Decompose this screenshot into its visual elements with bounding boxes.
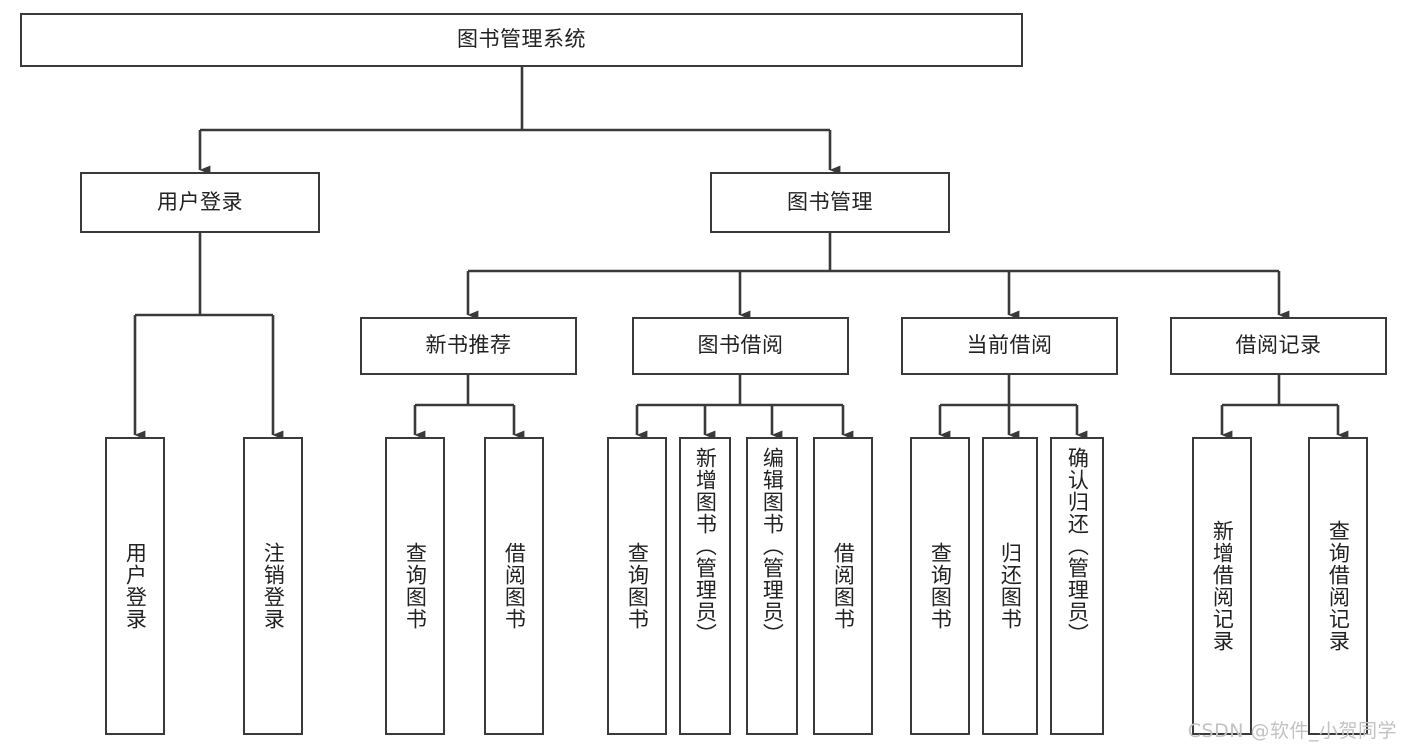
leaf-return-book-label: 归还图书 [998, 542, 1023, 630]
csdn-watermark: CSDN @软件_小贺同学 [1187, 720, 1397, 742]
node-root-system[interactable]: 图书管理系统 [20, 13, 1023, 67]
node-root-system-label: 图书管理系统 [457, 27, 586, 52]
node-book-management-label: 图书管理 [787, 189, 873, 214]
leaf-query-book-borrow-label: 查询图书 [625, 542, 650, 630]
leaf-query-borrow-record[interactable]: 查询借阅记录 [1308, 437, 1368, 735]
leaf-query-book-recommend[interactable]: 查询图书 [385, 437, 445, 735]
leaf-query-book-borrow[interactable]: 查询图书 [607, 437, 667, 735]
node-book-borrow[interactable]: 图书借阅 [632, 317, 849, 375]
leaf-confirm-return-label: 确认归还（管理员） [1065, 447, 1090, 645]
leaf-query-borrow-record-label: 查询借阅记录 [1326, 520, 1351, 652]
leaf-edit-book[interactable]: 编辑图书（管理员） [746, 437, 798, 735]
node-user-login-label: 用户登录 [157, 189, 243, 214]
node-book-management[interactable]: 图书管理 [710, 172, 950, 233]
node-borrow-record[interactable]: 借阅记录 [1170, 317, 1387, 375]
leaf-query-book-recommend-label: 查询图书 [403, 542, 428, 630]
leaf-add-book-label: 新增图书（管理员） [693, 447, 718, 645]
node-new-book-recommend[interactable]: 新书推荐 [360, 317, 577, 375]
node-user-login[interactable]: 用户登录 [80, 172, 320, 233]
leaf-return-book[interactable]: 归还图书 [982, 437, 1038, 735]
leaf-borrow-book-borrow[interactable]: 借阅图书 [813, 437, 873, 735]
leaf-logout[interactable]: 注销登录 [243, 437, 303, 735]
leaf-query-book-current-label: 查询图书 [928, 542, 953, 630]
leaf-confirm-return[interactable]: 确认归还（管理员） [1050, 437, 1104, 735]
leaf-edit-book-label: 编辑图书（管理员） [760, 447, 785, 645]
leaf-add-borrow-record[interactable]: 新增借阅记录 [1192, 437, 1252, 735]
node-current-borrow[interactable]: 当前借阅 [901, 317, 1118, 375]
leaf-borrow-book-recommend-label: 借阅图书 [502, 542, 527, 630]
node-new-book-recommend-label: 新书推荐 [425, 333, 512, 358]
leaf-add-book[interactable]: 新增图书（管理员） [679, 437, 731, 735]
node-borrow-record-label: 借阅记录 [1235, 333, 1322, 358]
leaf-user-login-label: 用户登录 [123, 542, 148, 630]
leaf-add-borrow-record-label: 新增借阅记录 [1210, 520, 1235, 652]
leaf-borrow-book-borrow-label: 借阅图书 [831, 542, 856, 630]
leaf-borrow-book-recommend[interactable]: 借阅图书 [484, 437, 544, 735]
leaf-logout-label: 注销登录 [261, 542, 286, 630]
leaf-user-login[interactable]: 用户登录 [105, 437, 165, 735]
leaf-query-book-current[interactable]: 查询图书 [910, 437, 970, 735]
node-current-borrow-label: 当前借阅 [966, 333, 1053, 358]
node-book-borrow-label: 图书借阅 [697, 333, 784, 358]
